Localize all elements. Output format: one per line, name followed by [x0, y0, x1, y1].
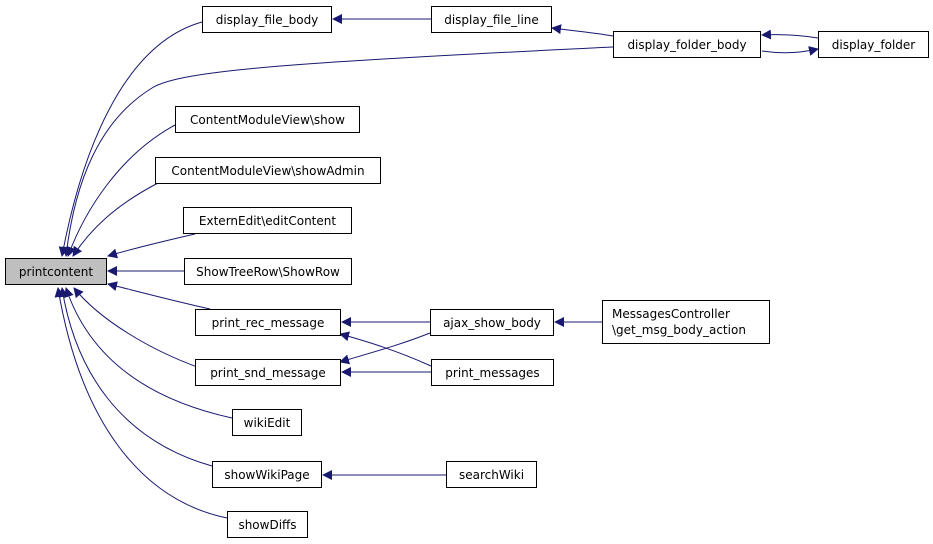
edge-print-messages-to-print-rec-message [339, 331, 432, 367]
edge-print-snd-message-to-printcontent [73, 287, 201, 369]
edge-showdiffs-to-printcontent [54, 287, 228, 519]
edge-display-folder-to-display-folder-body [761, 29, 819, 40]
edge-display-folder-body-to-display-file-line [551, 24, 614, 37]
edge-externedit-to-printcontent [107, 233, 196, 259]
node-showwikipage[interactable]: showWikiPage [212, 461, 322, 488]
node-label: ShowTreeRow\ShowRow [196, 264, 340, 279]
edge-showwikipage-to-printcontent [58, 287, 213, 467]
node-print-messages[interactable]: print_messages [431, 359, 554, 386]
node-label: ajax_show_body [443, 315, 541, 330]
node-contentmoduleview-showadmin[interactable]: ContentModuleView\showAdmin [155, 157, 381, 184]
node-label: printcontent [18, 264, 94, 279]
edge-cmv-show-to-printcontent [66, 124, 176, 257]
node-label: display_file_body [215, 12, 319, 27]
node-label: showWikiPage [224, 467, 310, 482]
node-label: showDiffs [238, 517, 297, 532]
edge-ajax-show-body-to-print-snd-message [339, 332, 431, 365]
node-display-folder-body[interactable]: display_folder_body [613, 31, 761, 58]
node-label: display_folder [831, 37, 916, 52]
node-messagescontroller-get-msg-body-action[interactable]: MessagesController \get_msg_body_action [602, 300, 770, 344]
edge-display-folder-body-to-display-folder [761, 46, 819, 56]
node-label: print_snd_message [210, 365, 326, 380]
edge-display-folder-body-to-printcontent [62, 46, 614, 257]
node-label: ContentModuleView\show [190, 112, 345, 127]
edge-wikiedit-to-printcontent [64, 287, 233, 419]
node-showdiffs[interactable]: showDiffs [227, 511, 308, 538]
node-wikiedit[interactable]: wikiEdit [232, 409, 302, 436]
node-print-rec-message[interactable]: print_rec_message [195, 309, 341, 336]
node-label: print_rec_message [211, 315, 325, 330]
node-label: display_folder_body [627, 37, 747, 52]
node-label: searchWiki [458, 467, 525, 482]
node-label: ExternEdit\editContent [198, 213, 337, 228]
node-externedit-editcontent[interactable]: ExternEdit\editContent [183, 207, 352, 234]
edge-cmv-showadmin-to-printcontent [72, 181, 161, 257]
node-display-folder[interactable]: display_folder [818, 31, 929, 58]
node-label: ContentModuleView\showAdmin [171, 163, 365, 178]
node-contentmoduleview-show[interactable]: ContentModuleView\show [175, 106, 360, 133]
node-ajax-show-body[interactable]: ajax_show_body [430, 309, 554, 336]
edge-display-file-body-to-printcontent [58, 21, 203, 257]
edge-print-rec-message-to-printcontent [107, 281, 211, 310]
node-printcontent: printcontent [5, 258, 107, 285]
node-showtreerow-showrow[interactable]: ShowTreeRow\ShowRow [184, 258, 352, 285]
node-label: display_file_line [444, 12, 539, 27]
node-label: print_messages [445, 365, 540, 380]
node-label-line-1: MessagesController [612, 307, 730, 321]
node-label: wikiEdit [243, 415, 291, 430]
node-searchwiki[interactable]: searchWiki [446, 461, 537, 488]
node-display-file-body[interactable]: display_file_body [202, 6, 332, 33]
node-display-file-line[interactable]: display_file_line [431, 6, 552, 33]
node-label-line-2: \get_msg_body_action [612, 323, 746, 337]
node-print-snd-message[interactable]: print_snd_message [195, 359, 341, 386]
